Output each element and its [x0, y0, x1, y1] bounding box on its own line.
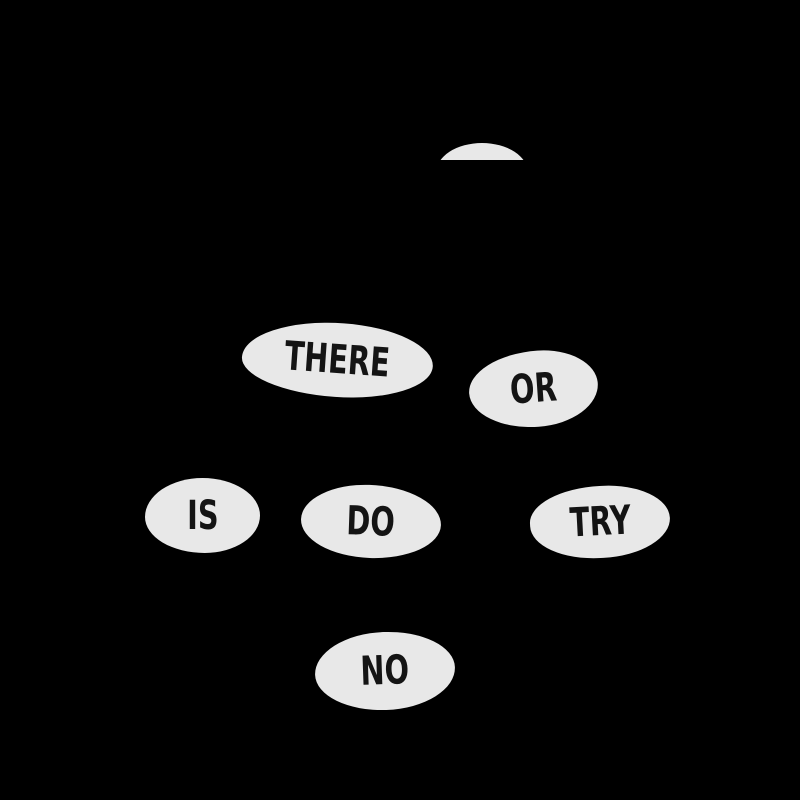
word-pebble-or[interactable]: OR: [466, 346, 601, 432]
word-pebble-do[interactable]: DO: [299, 482, 443, 561]
word-label: TRY: [568, 497, 632, 547]
partial-pebble-shape: [436, 143, 528, 160]
word-label: DO: [346, 497, 396, 546]
word-label: IS: [186, 492, 219, 539]
word-label: THERE: [283, 333, 392, 387]
word-pebble-try[interactable]: TRY: [528, 482, 672, 562]
partial-pebble[interactable]: [436, 143, 528, 160]
word-pebble-there[interactable]: THERE: [239, 316, 436, 404]
word-label: OR: [508, 364, 559, 414]
word-pebble-is[interactable]: IS: [145, 478, 260, 553]
word-pebble-no[interactable]: NO: [313, 629, 457, 713]
word-label: NO: [359, 647, 411, 695]
